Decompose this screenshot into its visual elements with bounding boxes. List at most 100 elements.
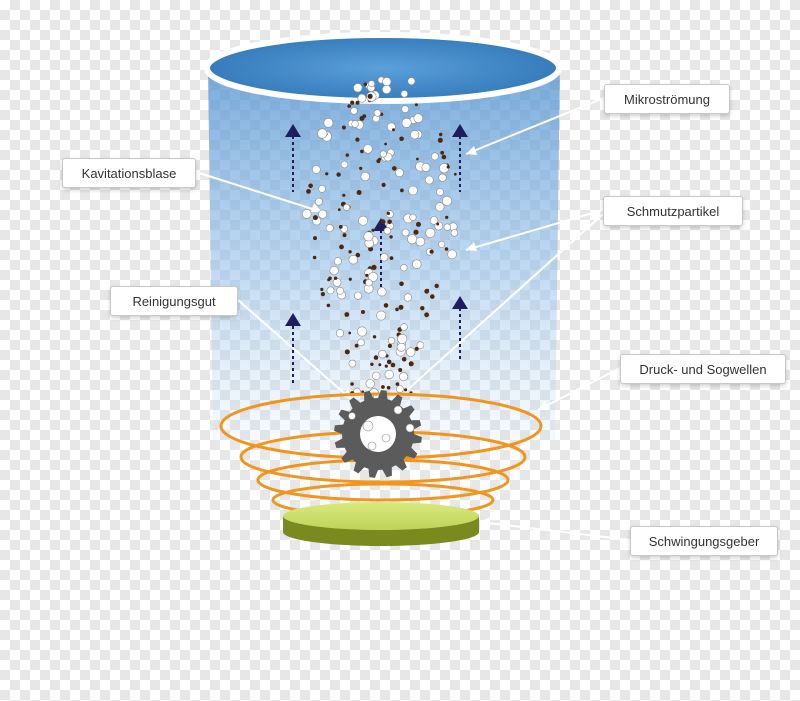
cavitation-bubble: [405, 423, 415, 433]
dirt-particle: [387, 219, 392, 225]
dirt-particle: [361, 390, 365, 394]
dirt-particle: [347, 104, 352, 108]
cavitation-bubble: [447, 249, 457, 260]
dirt-particle: [341, 125, 346, 130]
dirt-particle: [408, 361, 414, 367]
label-kavitationsblase-text: Kavitationsblase: [81, 166, 177, 181]
cavitation-bubble: [329, 266, 339, 276]
cavitation-bubble: [401, 105, 410, 113]
label-schwingungsgeber: Schwingungsgeber: [630, 526, 778, 556]
cavitation-bubble: [318, 209, 328, 219]
cavitation-bubble: [333, 257, 342, 266]
dirt-particle: [372, 335, 377, 339]
cavitation-bubble: [425, 227, 436, 238]
cavitation-bubble: [406, 347, 416, 357]
dirt-particle: [439, 132, 443, 137]
transducer-top: [283, 502, 479, 530]
dirt-particle: [390, 362, 396, 368]
cavitation-bubble: [314, 197, 323, 206]
cavitation-bubble: [360, 171, 370, 182]
cavitation-bubble: [380, 253, 389, 262]
dirt-particle: [425, 288, 430, 292]
cavitation-bubble: [378, 349, 387, 359]
cavitation-bubble: [365, 279, 373, 287]
leader-schmutzpartikel: [465, 209, 604, 251]
dirt-particle: [313, 236, 317, 241]
cavitation-bubble: [325, 224, 334, 233]
cavitation-bubble: [435, 202, 445, 212]
dirt-particle: [398, 304, 404, 310]
cavitation-bubble: [365, 379, 375, 389]
dirt-particle: [308, 183, 313, 189]
leader-druck-sogwellen: [537, 367, 621, 411]
label-reinigungsgut-text: Reinigungsgut: [132, 294, 216, 309]
cavitation-bubble: [367, 441, 377, 451]
dirt-particle: [378, 157, 382, 161]
label-schmutzpartikel-text: Schmutzpartikel: [626, 204, 720, 219]
leader-schwingungsgeber: [479, 521, 631, 541]
label-schwingungsgeber-text: Schwingungsgeber: [648, 534, 760, 549]
dirt-particle: [400, 188, 404, 193]
dirt-particle: [328, 276, 332, 281]
cavitation-bubble: [348, 412, 356, 420]
cavitation-bubble: [357, 338, 365, 347]
cavitation-bubble: [317, 128, 328, 139]
label-mikrostroemung-text: Mikroströmung: [624, 92, 710, 107]
dirt-particle: [365, 273, 369, 277]
leader-arrowhead-schwingungsgeber: [480, 517, 490, 527]
cavitation-bubble: [376, 310, 387, 321]
flow-arrows: [285, 124, 468, 386]
cavitation-bubble: [382, 77, 392, 87]
dirt-particle: [386, 385, 391, 390]
cavitation-bubble: [350, 107, 358, 115]
cavitation-bubble: [340, 160, 349, 169]
dirt-particle: [320, 287, 324, 291]
dirt-particle: [355, 137, 360, 142]
leader-kavitationsblase: [195, 171, 323, 213]
dirt-particle: [430, 294, 435, 299]
dirt-particle: [371, 264, 377, 270]
arrow-up-icon: [452, 296, 468, 362]
dirt-particle: [380, 219, 386, 225]
dirt-particle: [445, 215, 449, 219]
leader-arrowhead-kavitationsblase: [311, 203, 322, 212]
dirt-particle: [392, 128, 395, 132]
cavitation-bubble: [363, 231, 374, 242]
dirt-particle: [416, 157, 419, 161]
dirt-particle: [320, 292, 325, 297]
cavitation-bubble: [343, 203, 351, 211]
dirt-particle: [399, 281, 404, 287]
dirt-particle: [444, 247, 449, 251]
dirt-particle: [398, 368, 403, 372]
cavitation-bubble: [430, 152, 439, 161]
cavitation-bubble: [441, 195, 452, 206]
dirt-particle: [404, 388, 408, 392]
cavitation-bubble: [379, 150, 387, 158]
cavitation-bubble: [424, 175, 434, 185]
label-druck-sogwellen: Druck- und Sogwellen: [620, 354, 786, 384]
cavitation-bubble: [400, 264, 408, 272]
cavitation-bubble: [348, 359, 357, 368]
dirt-particle: [367, 93, 373, 99]
cavitation-bubble: [397, 333, 408, 344]
dirt-particle: [337, 208, 341, 212]
leader-schmutzpartikel-2: [404, 213, 604, 393]
dirt-particle: [389, 256, 394, 260]
dirt-particle: [363, 82, 368, 87]
cavitation-bubble: [408, 185, 418, 196]
bubbles-and-dirt-particles: [301, 76, 459, 402]
dirt-particle: [312, 215, 318, 221]
dirt-particle: [401, 356, 407, 362]
cavitation-bubble: [413, 113, 424, 123]
dirt-particle: [386, 211, 390, 215]
cavitation-bubble: [357, 326, 368, 337]
dirt-particle: [348, 331, 352, 335]
dirt-particle: [378, 363, 382, 367]
dirt-particle: [356, 190, 362, 195]
cavitation-bubble: [353, 83, 363, 93]
dirt-particle: [333, 276, 338, 280]
cavitation-bubble: [351, 120, 359, 128]
cavitation-bubble: [377, 287, 387, 297]
cavitation-bubble: [357, 93, 367, 103]
cavitation-bubble: [415, 236, 426, 247]
